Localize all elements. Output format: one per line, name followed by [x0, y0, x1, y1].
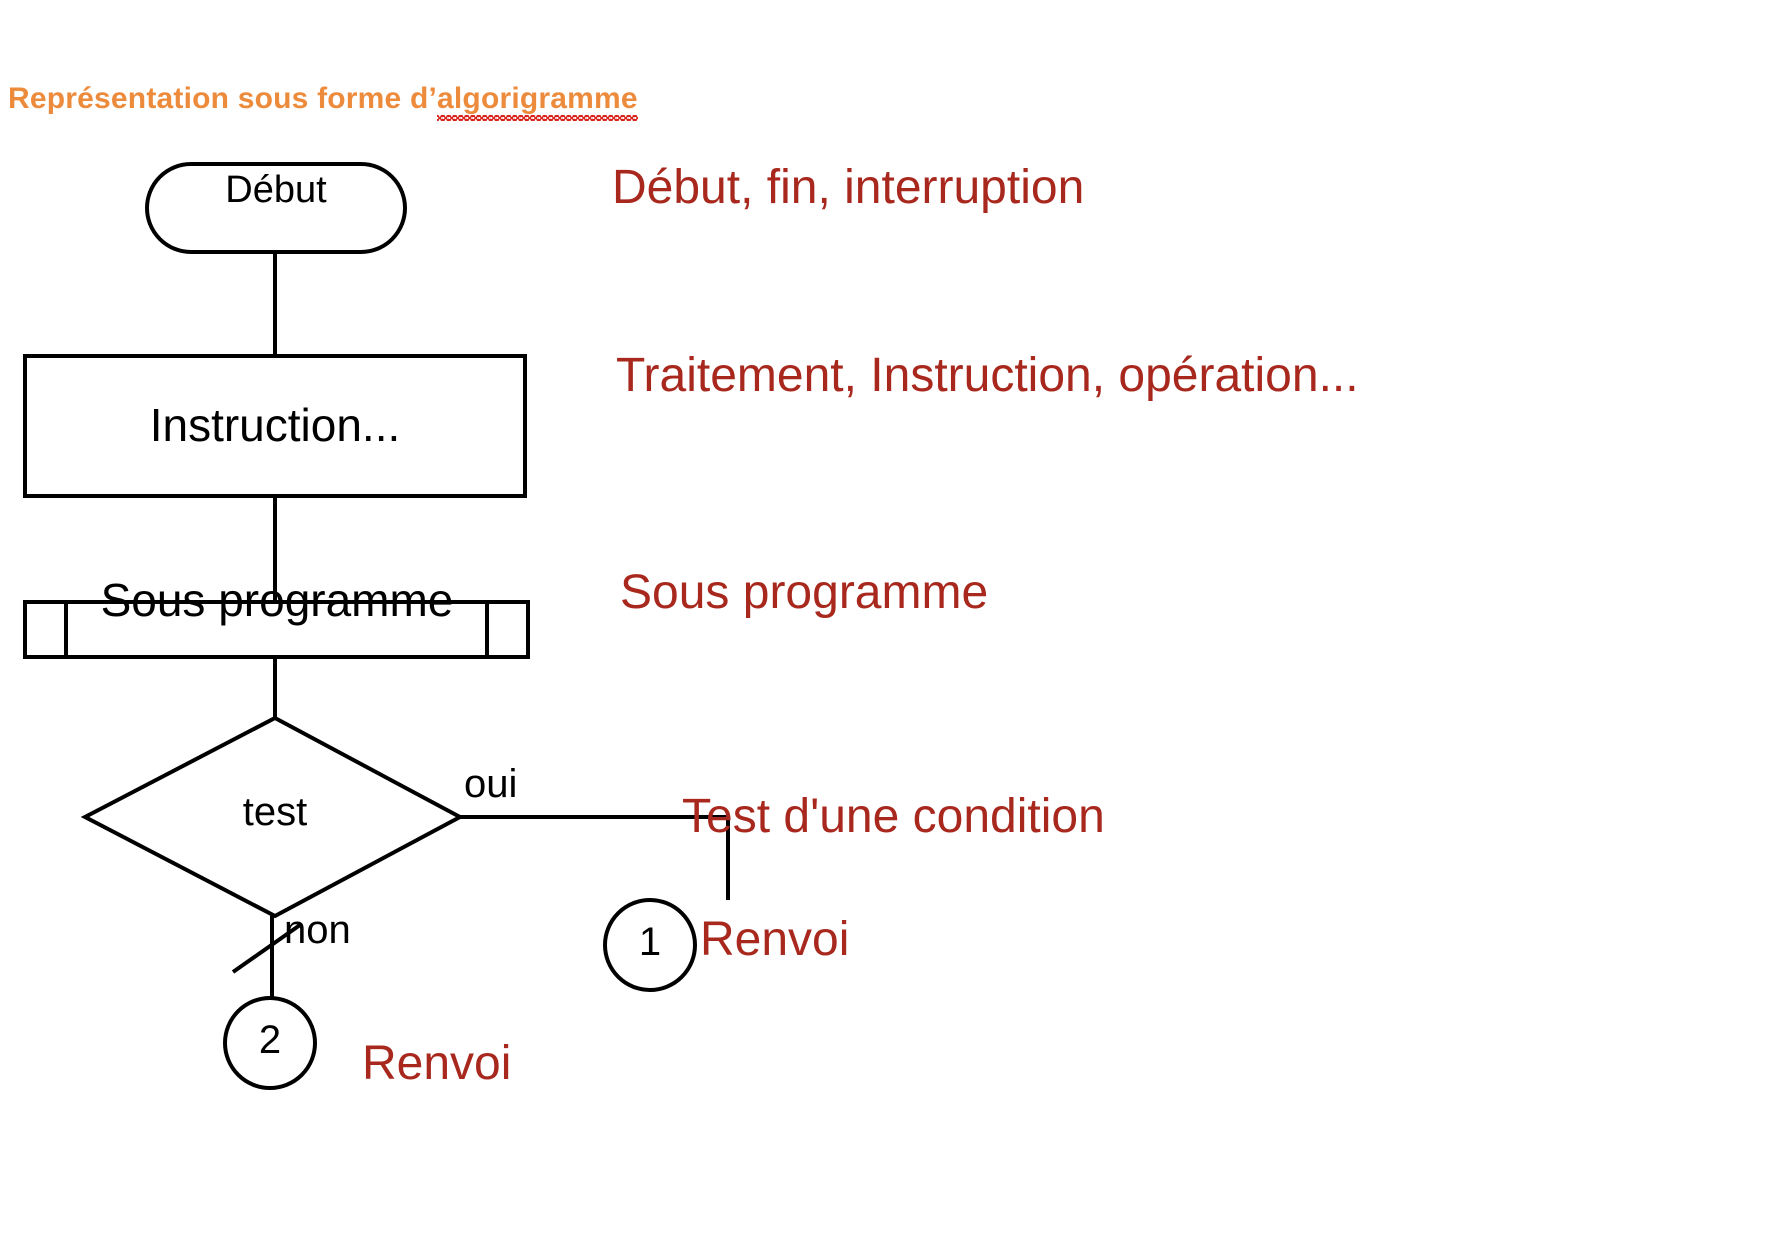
no-branch-tick-mark	[231, 923, 302, 974]
legend-terminator: Début, fin, interruption	[612, 161, 1085, 214]
node-label-decision: test	[242, 790, 308, 834]
edge-label-yes: oui	[464, 762, 518, 806]
spellcheck-squiggle-icon	[437, 115, 638, 121]
connector-yes-branch	[460, 815, 730, 900]
page-title-misspelled-word: algorigramme	[437, 82, 638, 121]
legend-connector-1: Renvoi	[700, 913, 850, 966]
node-label-process: Instruction...	[149, 399, 401, 451]
legend-connector-2: Renvoi	[362, 1037, 512, 1090]
node-label-start: Début	[225, 169, 327, 211]
node-label-connector-1: 1	[638, 920, 662, 964]
legend-decision: Test d'une condition	[682, 790, 1105, 843]
shape-process-instruction	[23, 354, 527, 498]
shape-connector-circle-1	[603, 898, 697, 992]
legend-predefined-process: Sous programme	[620, 566, 989, 619]
page-title-prefix: Représentation sous forme d’	[8, 82, 438, 115]
legend-process: Traitement, Instruction, opération...	[616, 349, 1359, 402]
node-label-connector-2: 2	[258, 1018, 282, 1062]
page-title: Représentation sous forme d’algorigramme	[8, 82, 638, 121]
node-label-subprogram: Sous programme	[100, 574, 454, 626]
shape-connector-circle-2	[223, 996, 317, 1090]
shape-decision-test	[80, 715, 465, 919]
page-title-misspelled-text: algorigramme	[437, 82, 638, 115]
edge-label-no: non	[284, 908, 351, 952]
